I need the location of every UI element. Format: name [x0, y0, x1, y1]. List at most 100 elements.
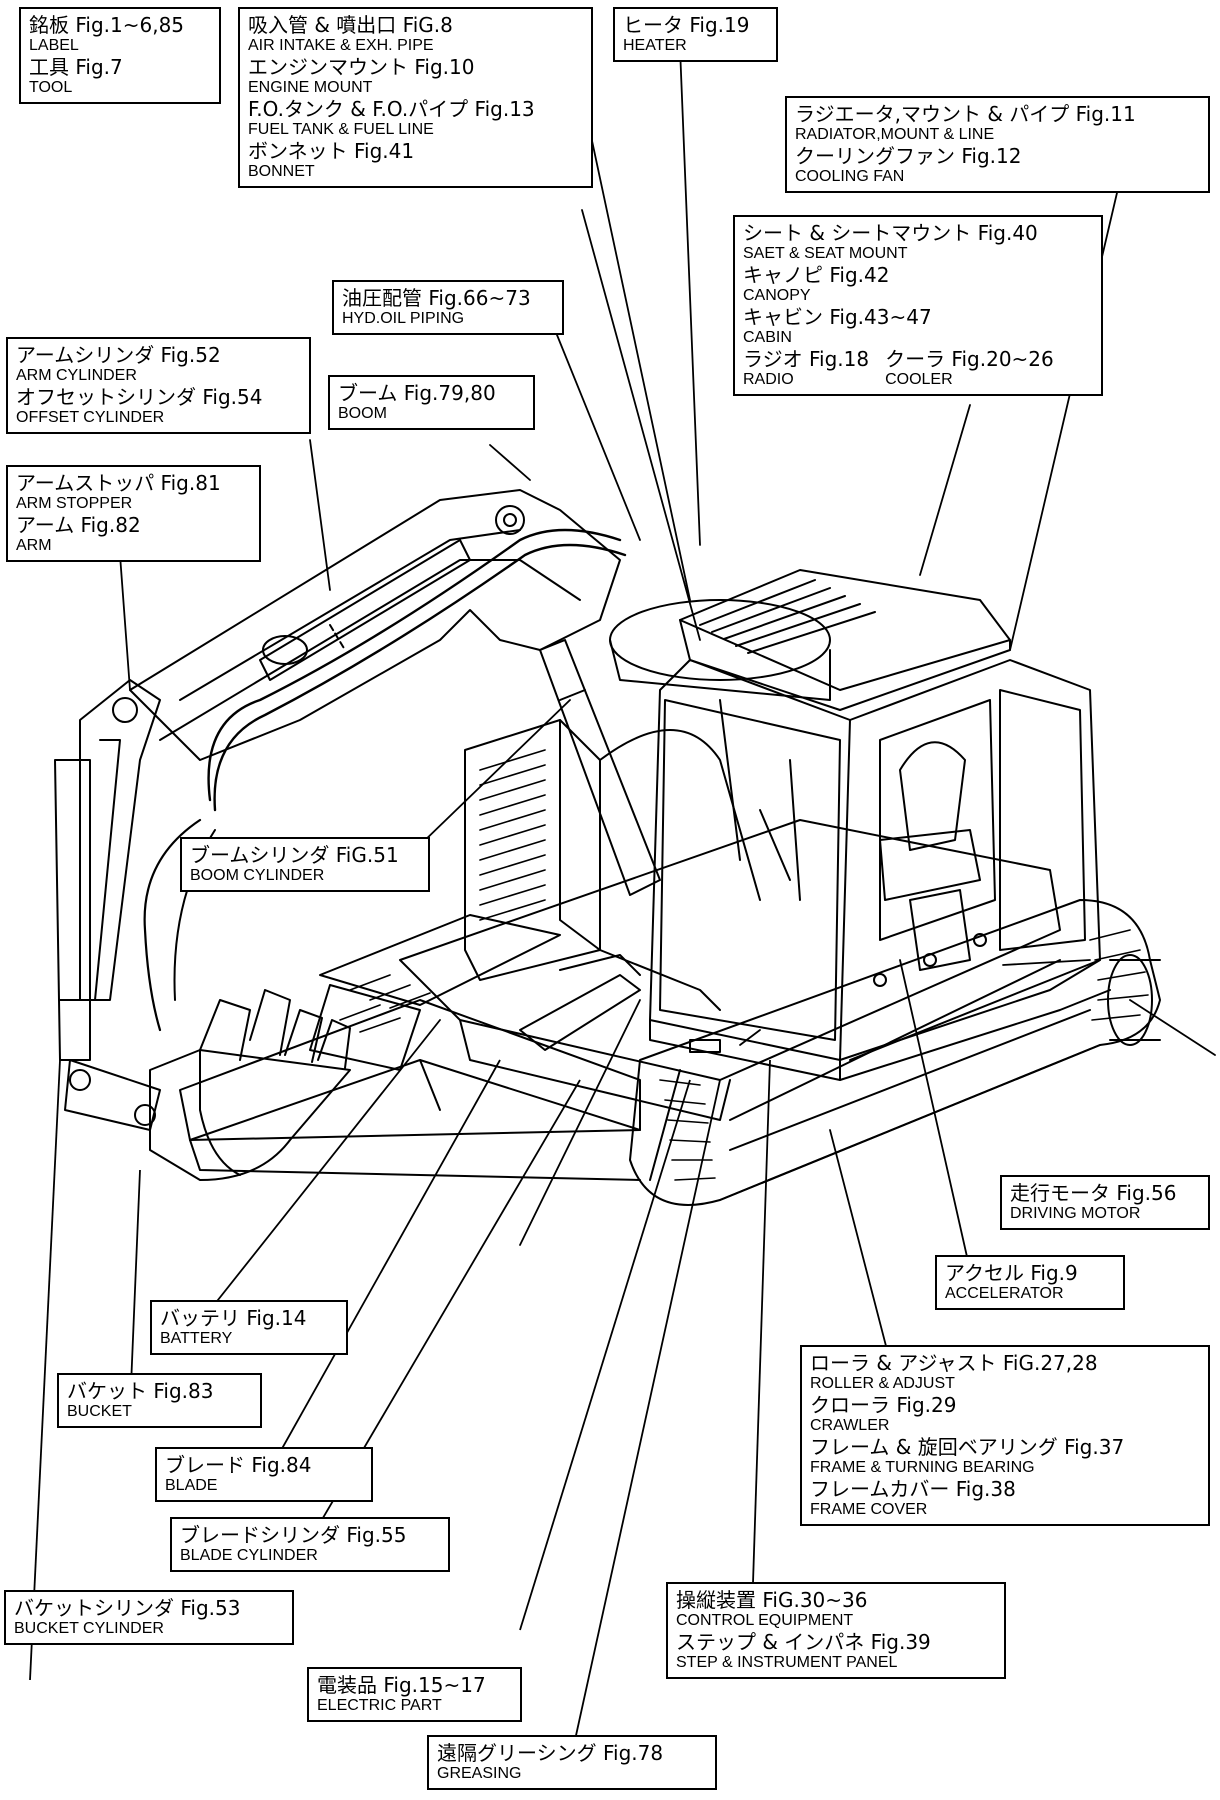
arm-stopper-label: アームストッパ Fig.81 — [16, 471, 221, 495]
cooler-label: クーラ Fig.20~26 — [885, 347, 1054, 371]
crawler-label: クローラ Fig.29 — [810, 1393, 957, 1417]
tool-fig-label: 工具 Fig.7 — [29, 55, 123, 79]
cooler-col: クーラ Fig.20~26 COOLER — [885, 347, 1054, 389]
arm-cylinder-label: アームシリンダ Fig.52 — [16, 343, 221, 367]
greasing-label: 遠隔グリーシング Fig.78 — [437, 1741, 664, 1765]
frame-label: フレーム & 旋回ベアリング Fig.37 — [810, 1435, 1125, 1459]
fuel-tank-label: F.O.タンク & F.O.パイプ Fig.13 — [248, 97, 535, 121]
crawler-tracks — [309, 899, 1161, 1206]
bucket-label: バケット Fig.83 — [67, 1379, 214, 1403]
electric-part-label-en: ELECTRIC PART — [317, 1697, 442, 1714]
callout-battery: バッテリ Fig.14 BATTERY — [150, 1300, 348, 1355]
boom-label-en: BOOM — [338, 405, 387, 422]
radiator-label-en: RADIATOR,MOUNT & LINE — [795, 126, 995, 143]
control-equipment-label: 操縦装置 FiG.30~36 — [676, 1588, 868, 1612]
arm-cylinder-label-en: ARM CYLINDER — [16, 367, 137, 384]
roller-label-en: ROLLER & ADJUST — [810, 1375, 955, 1392]
radio-label-en: RADIO — [743, 371, 794, 388]
callout-blade-cylinder: ブレードシリンダ Fig.55 BLADE CYLINDER — [170, 1517, 450, 1572]
canopy-label-en: CANOPY — [743, 287, 811, 304]
canopy-label: キャノピ Fig.42 — [743, 263, 890, 287]
offset-cylinder-label: オフセットシリンダ Fig.54 — [16, 385, 263, 409]
radio-cooler-row: ラジオ Fig.18 RADIO クーラ Fig.20~26 COOLER — [743, 347, 1093, 389]
radiator-label: ラジエータ,マウント & パイプ Fig.11 — [795, 102, 1136, 126]
callout-label-tool: 銘板 Fig.1~6,85 LABEL 工具 Fig.7 TOOL — [19, 7, 221, 104]
offset-cylinder-label-en: OFFSET CYLINDER — [16, 409, 165, 426]
accelerator-label-en: ACCELERATOR — [945, 1285, 1064, 1302]
seat-label-en: SAET & SEAT MOUNT — [743, 245, 908, 262]
arm-label-en: ARM — [16, 537, 52, 554]
frame-cover-label: フレームカバー Fig.38 — [810, 1477, 1016, 1501]
heater-label-en: HEATER — [623, 37, 687, 54]
boom-cylinder-label: ブームシリンダ FiG.51 — [190, 843, 399, 867]
accelerator-label: アクセル Fig.9 — [945, 1261, 1078, 1285]
callout-bucket-cylinder: バケットシリンダ Fig.53 BUCKET CYLINDER — [4, 1590, 294, 1645]
battery-label: バッテリ Fig.14 — [160, 1306, 307, 1330]
callout-radiator: ラジエータ,マウント & パイプ Fig.11 RADIATOR,MOUNT &… — [785, 96, 1210, 193]
step-panel-label-en: STEP & INSTRUMENT PANEL — [676, 1654, 898, 1671]
label-fig-label-en: LABEL — [29, 37, 79, 54]
frame-label-en: FRAME & TURNING BEARING — [810, 1459, 1035, 1476]
crawler-label-en: CRAWLER — [810, 1417, 890, 1434]
bucket-cylinder-label: バケットシリンダ Fig.53 — [14, 1596, 241, 1620]
electric-part-label: 電装品 Fig.15~17 — [317, 1673, 486, 1697]
upper-structure — [464, 599, 831, 1011]
control-equipment-label-en: CONTROL EQUIPMENT — [676, 1612, 854, 1629]
heater-label: ヒータ Fig.19 — [623, 13, 750, 37]
bucket — [149, 989, 351, 1181]
label-fig-label: 銘板 Fig.1~6,85 — [29, 13, 185, 37]
fuel-tank-label-en: FUEL TANK & FUEL LINE — [248, 121, 434, 138]
cabin-label: キャビン Fig.43~47 — [743, 305, 932, 329]
cabin — [649, 569, 1111, 1081]
battery-label-en: BATTERY — [160, 1330, 233, 1347]
engine-mount-label-en: ENGINE MOUNT — [248, 79, 373, 96]
radio-label: ラジオ Fig.18 — [743, 347, 870, 371]
engine-mount-label: エンジンマウント Fig.10 — [248, 55, 475, 79]
blade — [179, 954, 641, 1181]
greasing-label-en: GREASING — [437, 1765, 522, 1782]
cooler-label-en: COOLER — [885, 371, 953, 388]
callout-hyd-oil: 油圧配管 Fig.66~73 HYD.OIL PIPING — [332, 280, 564, 335]
callout-air-intake: 吸入管 & 噴出口 FiG.8 AIR INTAKE & EXH. PIPE エ… — [238, 7, 593, 188]
arm — [54, 679, 161, 1131]
callout-heater: ヒータ Fig.19 HEATER — [613, 7, 778, 62]
callout-arm-cylinder: アームシリンダ Fig.52 ARM CYLINDER オフセットシリンダ Fi… — [6, 337, 311, 434]
blade-label: ブレード Fig.84 — [165, 1453, 312, 1477]
roller-label: ローラ & アジャスト FiG.27,28 — [810, 1351, 1098, 1375]
arm-stopper-label-en: ARM STOPPER — [16, 495, 133, 512]
boom — [129, 489, 661, 1032]
hyd-oil-label: 油圧配管 Fig.66~73 — [342, 286, 531, 310]
blade-cylinder-label-en: BLADE CYLINDER — [180, 1547, 318, 1564]
boom-label: ブーム Fig.79,80 — [338, 381, 496, 405]
step-panel-label: ステップ & インパネ Fig.39 — [676, 1630, 931, 1654]
tool-fig-label-en: TOOL — [29, 79, 73, 96]
callout-blade: ブレード Fig.84 BLADE — [155, 1447, 373, 1502]
callout-boom: ブーム Fig.79,80 BOOM — [328, 375, 535, 430]
callout-boom-cylinder: ブームシリンダ FiG.51 BOOM CYLINDER — [180, 837, 430, 892]
cooling-fan-label-en: COOLING FAN — [795, 168, 905, 185]
hyd-oil-label-en: HYD.OIL PIPING — [342, 310, 465, 327]
callout-bucket: バケット Fig.83 BUCKET — [57, 1373, 262, 1428]
bucket-cylinder-label-en: BUCKET CYLINDER — [14, 1620, 164, 1637]
driving-motor — [1107, 954, 1161, 1046]
air-intake-label: 吸入管 & 噴出口 FiG.8 — [248, 13, 453, 37]
bonnet-label: ボンネット Fig.41 — [248, 139, 415, 163]
frame-undercarriage — [399, 819, 1061, 1121]
callout-driving-motor: 走行モータ Fig.56 DRIVING MOTOR — [1000, 1175, 1210, 1230]
seat-label: シート & シートマウント Fig.40 — [743, 221, 1038, 245]
air-intake-label-en: AIR INTAKE & EXH. PIPE — [248, 37, 434, 54]
cabin-label-en: CABIN — [743, 329, 792, 346]
callout-arm-stopper: アームストッパ Fig.81 ARM STOPPER アーム Fig.82 AR… — [6, 465, 261, 562]
callout-seat: シート & シートマウント Fig.40 SAET & SEAT MOUNT キ… — [733, 215, 1103, 396]
blade-label-en: BLADE — [165, 1477, 218, 1494]
bonnet-label-en: BONNET — [248, 163, 315, 180]
callout-greasing: 遠隔グリーシング Fig.78 GREASING — [427, 1735, 717, 1790]
driving-motor-label-en: DRIVING MOTOR — [1010, 1205, 1141, 1222]
callout-electric: 電装品 Fig.15~17 ELECTRIC PART — [307, 1667, 522, 1722]
driving-motor-label: 走行モータ Fig.56 — [1010, 1181, 1177, 1205]
blade-cylinder-label: ブレードシリンダ Fig.55 — [180, 1523, 407, 1547]
radio-col: ラジオ Fig.18 RADIO — [743, 347, 869, 389]
callout-roller: ローラ & アジャスト FiG.27,28 ROLLER & ADJUST クロ… — [800, 1345, 1210, 1526]
boom-cylinder-label-en: BOOM CYLINDER — [190, 867, 325, 884]
